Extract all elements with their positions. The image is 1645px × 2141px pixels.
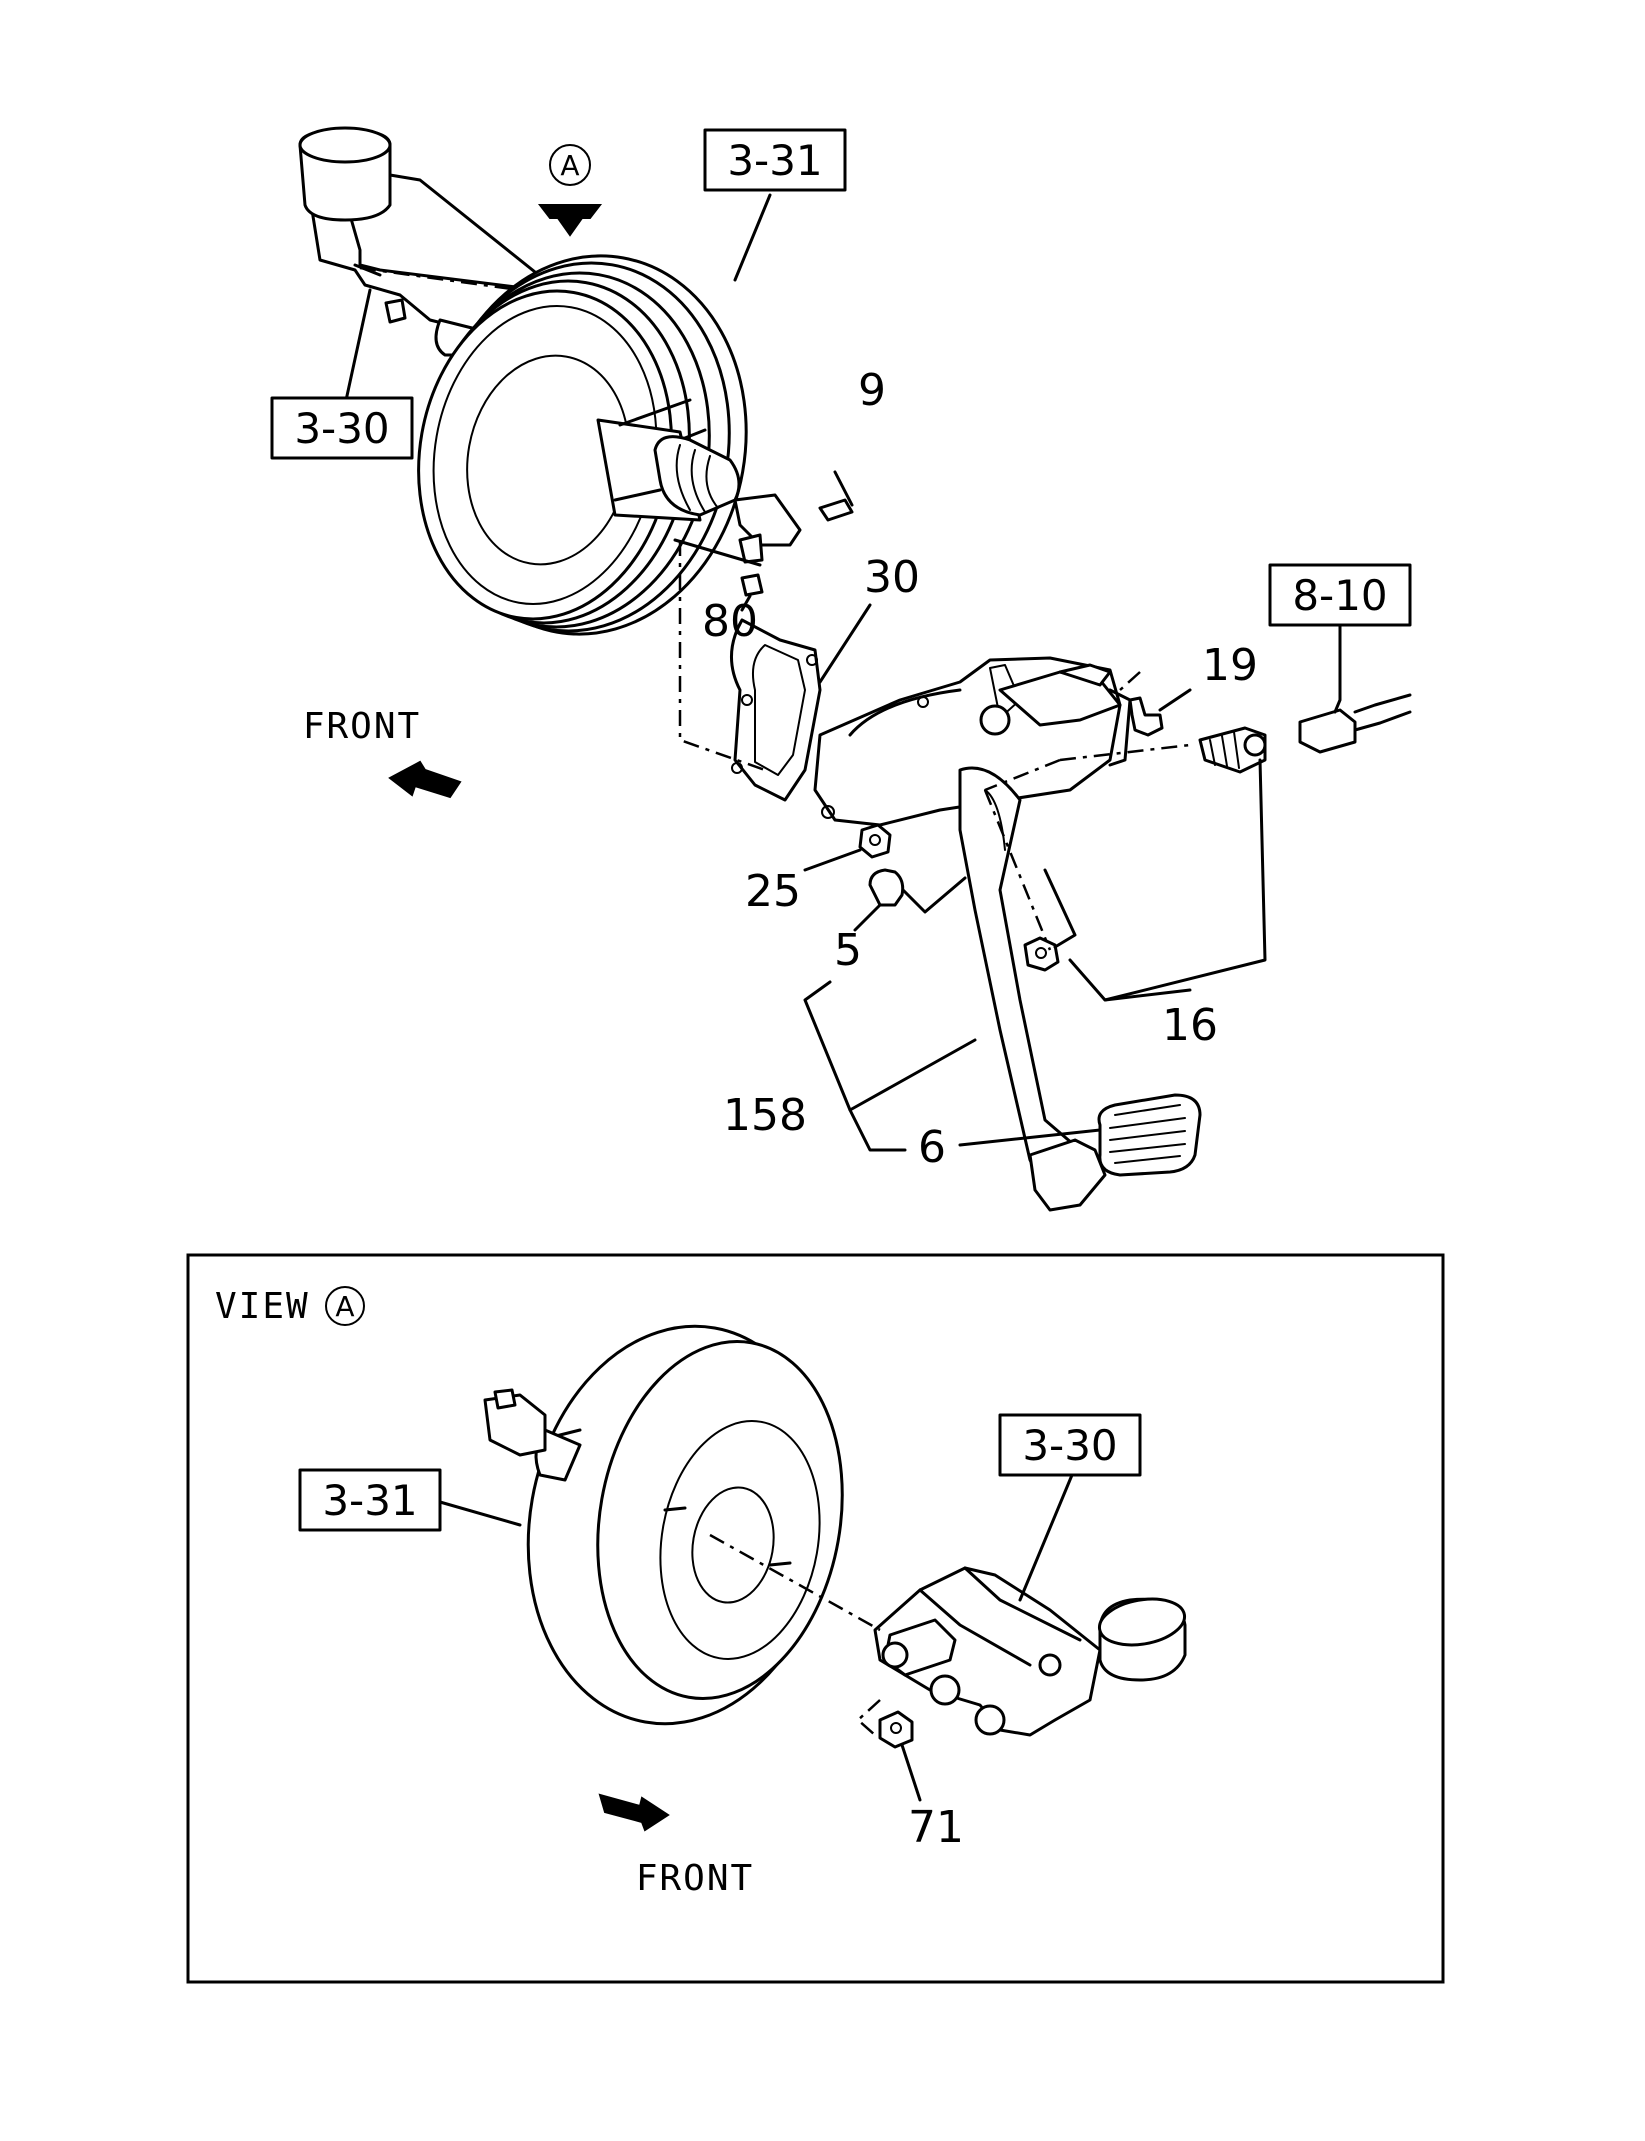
- ref-box-8-10[interactable]: 8-10: [1268, 563, 1412, 627]
- inset-booster-drawing: [483, 1324, 844, 1726]
- bolt-19-drawing: [1128, 696, 1164, 737]
- down-arrow-icon: [537, 204, 603, 237]
- inset-front-arrow-icon: [598, 1793, 670, 1832]
- nut-25-drawing: [858, 823, 892, 859]
- bolt-9-drawing: [818, 498, 854, 522]
- part-number-30: 30: [864, 552, 920, 603]
- inset-ref-box-3-30[interactable]: 3-30: [998, 1413, 1142, 1477]
- part-number-6: 6: [918, 1122, 946, 1173]
- ref-label-8-10: 8-10: [1292, 571, 1387, 620]
- inset-ref-label-3-31: 3-31: [322, 1476, 417, 1525]
- ref-box-3-30[interactable]: 3-30: [270, 396, 414, 460]
- part-number-19: 19: [1202, 640, 1258, 691]
- inset-view-label: VIEW: [215, 1286, 310, 1327]
- inset-view-marker-label: A: [335, 1290, 354, 1323]
- inset-ref-box-3-31[interactable]: 3-31: [298, 1468, 442, 1532]
- leader-30: [818, 603, 872, 684]
- part-number-9: 9: [858, 365, 886, 416]
- leader-71: [900, 1743, 922, 1802]
- part-number-71: 71: [908, 1802, 964, 1853]
- inset-ref-label-3-30: 3-30: [1022, 1421, 1117, 1470]
- inset-frame: [186, 1253, 1445, 1984]
- switch-nut-16-drawing: [1023, 936, 1060, 972]
- part-number-5: 5: [834, 925, 862, 976]
- pedal-bracket-drawing: [813, 656, 1132, 827]
- part-number-158: 158: [723, 1090, 807, 1141]
- inset-master-cylinder-drawing: [873, 1566, 1187, 1737]
- bushing-5-drawing: [868, 868, 905, 907]
- ref-label-3-30: 3-30: [294, 404, 389, 453]
- inset-view-a: VIEW A: [186, 1253, 1445, 1984]
- inset-front-label: FRONT: [636, 1858, 754, 1899]
- part-number-80: 80: [702, 596, 758, 647]
- part-number-25: 25: [745, 866, 801, 917]
- ref-label-3-31: 3-31: [727, 136, 822, 185]
- ref-box-3-31[interactable]: 3-31: [703, 128, 847, 192]
- leader-25: [803, 848, 862, 872]
- part-number-16: 16: [1162, 1000, 1218, 1051]
- view-marker-a: A: [537, 144, 603, 237]
- inset-view-marker-a: A: [325, 1286, 365, 1326]
- front-label: FRONT: [303, 706, 421, 747]
- view-marker-a-label: A: [560, 149, 579, 182]
- pedal-pad-6-drawing: [1097, 1093, 1202, 1177]
- brake-pedal-drawing: [958, 766, 1107, 1212]
- front-arrow-icon: [388, 760, 462, 799]
- leader-19: [1158, 688, 1192, 712]
- leader-9: [833, 470, 854, 507]
- nut-71-drawing: [878, 1710, 914, 1749]
- connector-drawing: [1298, 708, 1357, 754]
- main-view: 3-31 3-30 8-10 A 9 30 80 19 25 5 16 158 …: [270, 126, 1412, 1212]
- brake-booster-drawing: [417, 254, 802, 636]
